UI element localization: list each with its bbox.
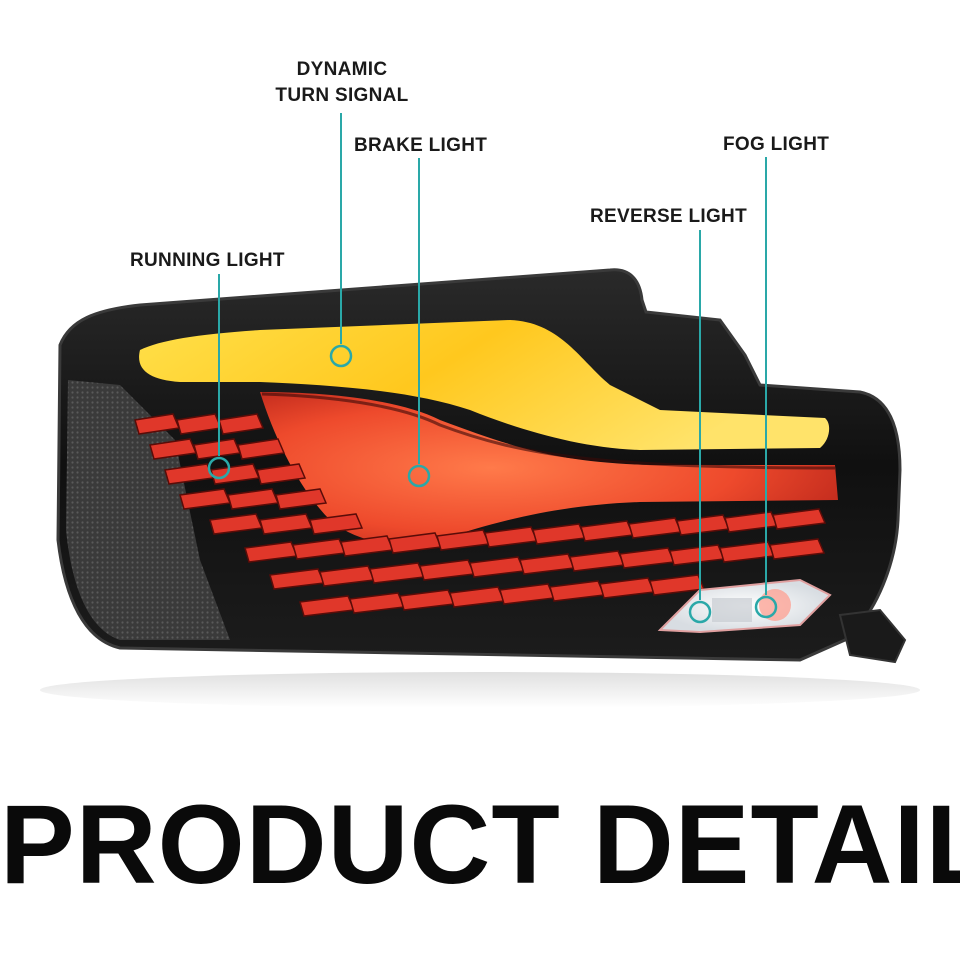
running-light-scale (256, 463, 307, 485)
mounting-bracket (838, 608, 907, 664)
brake-light-label: BRAKE LIGHT (354, 135, 488, 156)
running-light-label: RUNNING LIGHT (130, 250, 285, 271)
product-detail-headline: PRODUCT DETAIL (0, 782, 960, 907)
running-light-scale (275, 488, 328, 510)
callout-lines (218, 113, 767, 600)
brake-light-divider (261, 392, 836, 470)
floor-shadow (40, 672, 920, 708)
running-light-scale (769, 538, 826, 560)
callout-markers (207, 344, 778, 624)
running-light-scale (772, 508, 827, 530)
side-panel (66, 380, 230, 640)
dynamic-turn-signal-line1: DYNAMIC (296, 59, 388, 80)
brake-light-marker (407, 464, 431, 488)
dynamic-turn-signal-label: DYNAMIC TURN SIGNAL (268, 57, 416, 109)
running-light-scale (218, 413, 265, 435)
reverse-light-label: REVERSE LIGHT (590, 206, 747, 227)
brake-light-lens (260, 392, 838, 544)
reverse-light-marker (688, 600, 712, 624)
turn-signal-marker (329, 344, 353, 368)
reverse-light-bars (712, 598, 752, 622)
running-light-scales (134, 413, 827, 617)
fog-light-label: FOG LIGHT (723, 134, 830, 155)
running-light-marker (207, 456, 231, 480)
running-light-scale (309, 513, 364, 535)
dynamic-turn-signal-line2: TURN SIGNAL (275, 85, 409, 106)
turn-signal-strip (139, 320, 830, 450)
fog-light-marker (754, 595, 778, 619)
running-light-scale (237, 438, 286, 460)
